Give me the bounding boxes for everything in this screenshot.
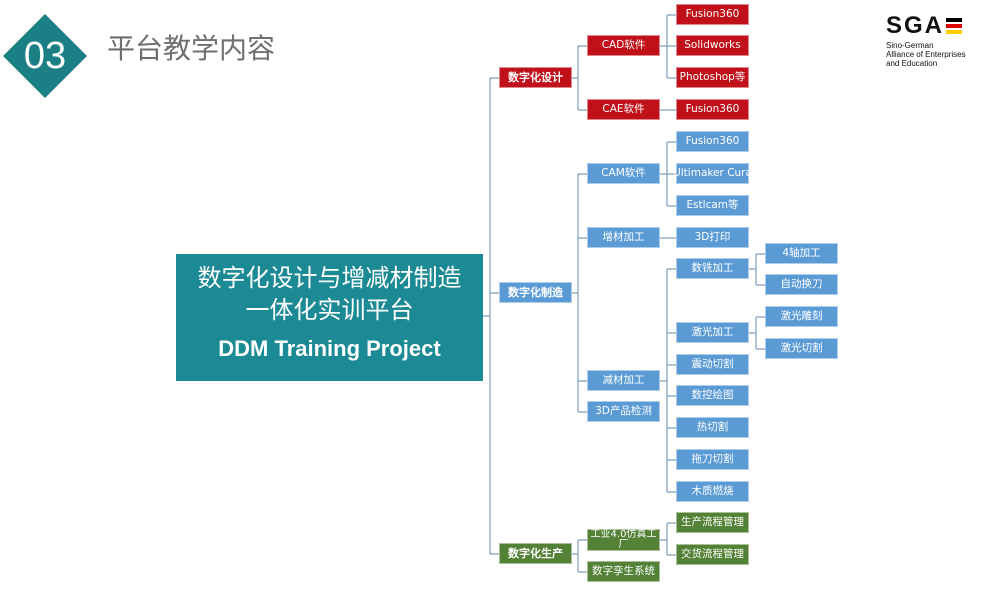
logo-wordmark: SGA: [886, 14, 996, 38]
logo-subtitle-line: Sino-German: [886, 41, 934, 50]
subtractive-connector: [660, 268, 676, 493]
connector-group: [483, 14, 765, 573]
node-subtractive-method: 热切割: [676, 417, 749, 438]
node-cad-software: CAD软件: [587, 35, 660, 56]
node-laser-processing: 激光加工: [676, 322, 749, 343]
node-production-management: 生产流程管理: [676, 512, 749, 533]
node-subtractive-method: 木质燃烧: [676, 481, 749, 502]
factory-connector: [660, 522, 676, 556]
sga-logo: SGA Sino-German Alliance of Enterprises …: [886, 14, 996, 69]
node-cad-tool: Photoshop等: [676, 67, 749, 88]
node-delivery-management: 交货流程管理: [676, 544, 749, 565]
laser-connector: [749, 316, 765, 350]
page-title: 平台教学内容: [107, 32, 276, 65]
node-cnc-milling: 数铣加工: [676, 258, 749, 279]
german-flag-icon: [946, 17, 963, 35]
logo-subtitle-line: Alliance of Enterprises: [886, 50, 966, 59]
cnc-connector: [749, 253, 765, 286]
node-subtractive-method: 拖刀切割: [676, 449, 749, 470]
node-digital-production: 数字化生产: [499, 543, 572, 564]
node-cam-software: CAM软件: [587, 163, 660, 184]
node-subtractive-method: 震动切割: [676, 354, 749, 375]
node-cad-tool: Solidworks: [676, 35, 749, 56]
flag-stripe-black: [946, 18, 963, 22]
logo-letters: SGA: [886, 12, 945, 39]
cad-connector: [660, 14, 676, 79]
node-cnc-option: 自动换刀: [765, 274, 838, 295]
node-digital-design: 数字化设计: [499, 67, 572, 88]
node-industry40-factory: 工业4.0仿真工厂: [587, 529, 660, 551]
root-title-line: 一体化实训平台: [245, 296, 414, 324]
root-connector: [483, 77, 499, 555]
production-connector: [572, 539, 587, 573]
manufacture-connector: [572, 173, 587, 413]
node-additive: 增材加工: [587, 227, 660, 248]
logo-subtitle: Sino-German Alliance of Enterprises and …: [886, 41, 996, 68]
node-subtractive: 减材加工: [587, 370, 660, 391]
node-cnc-option: 4轴加工: [765, 243, 838, 264]
node-laser-option: 激光切割: [765, 338, 838, 359]
root-subtitle: DDM Training Project: [218, 336, 441, 361]
root-node: 数字化设计与增减材制造 一体化实训平台 DDM Training Project: [176, 254, 483, 381]
node-subtractive-method: 数控绘图: [676, 385, 749, 406]
node-cae-software: CAE软件: [587, 99, 660, 120]
flag-stripe-gold: [946, 30, 963, 34]
node-cam-tool: Estlcam等: [676, 195, 749, 216]
node-cae-tool: Fusion360: [676, 99, 749, 120]
node-cad-tool: Fusion360: [676, 4, 749, 25]
flag-stripe-red: [946, 24, 963, 28]
section-number: 03: [23, 35, 67, 77]
root-title-line: 数字化设计与增减材制造: [197, 264, 462, 292]
node-digital-twin: 数字孪生系统: [587, 561, 660, 582]
node-cam-tool: Ultimaker Cura: [673, 163, 752, 184]
node-laser-option: 激光雕刻: [765, 306, 838, 327]
node-3d-inspection: 3D产品检测: [587, 401, 660, 422]
cam-connector: [660, 141, 676, 207]
design-connector: [572, 45, 587, 111]
node-3d-printing: 3D打印: [676, 227, 749, 248]
node-cam-tool: Fusion360: [676, 131, 749, 152]
logo-subtitle-line: and Education: [886, 59, 938, 68]
node-digital-manufacturing: 数字化制造: [499, 282, 572, 303]
